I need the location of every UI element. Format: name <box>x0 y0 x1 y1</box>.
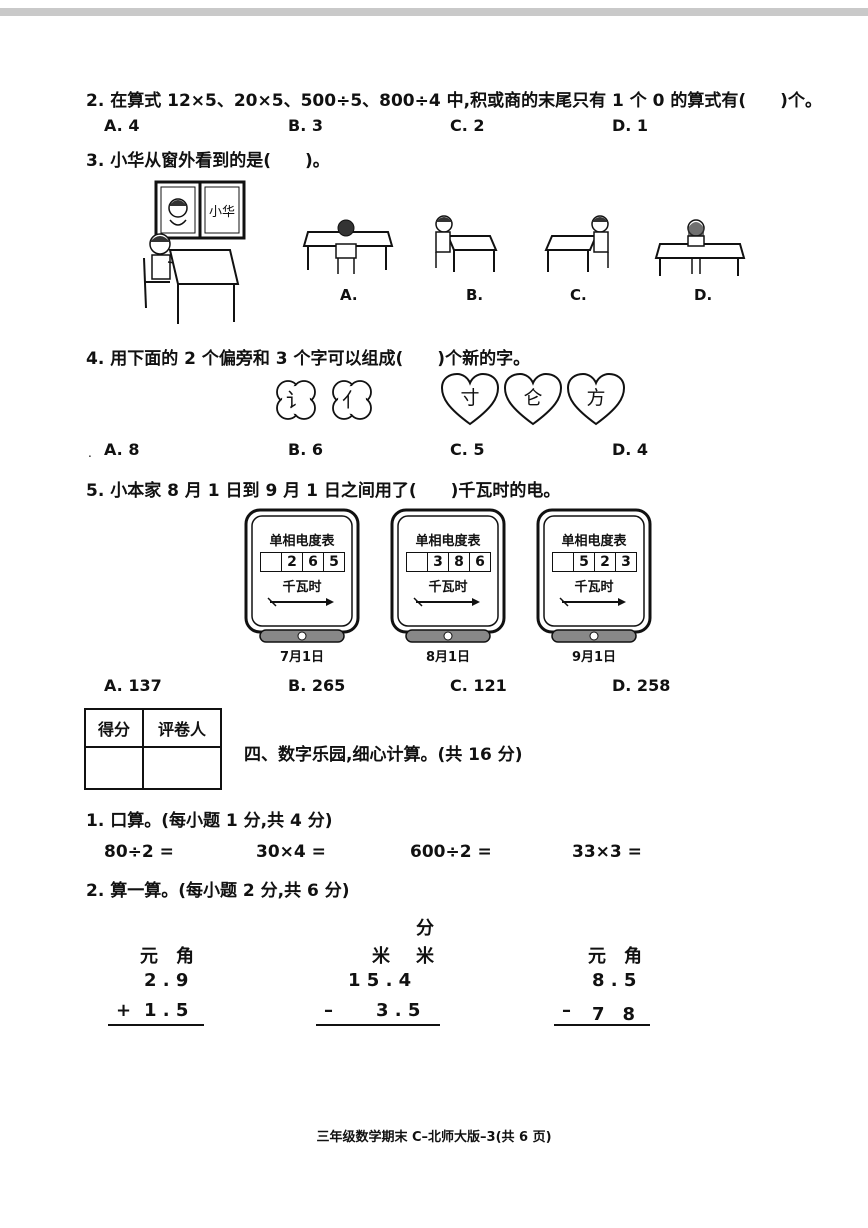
heart-icon <box>566 372 626 426</box>
grader-cell[interactable] <box>142 746 222 790</box>
q4-option-b: B. 6 <box>288 440 323 459</box>
calc-3-underline <box>554 1024 650 1026</box>
q2-option-a: A. 4 <box>104 116 140 135</box>
calc-2-unit-mi-2: 米 <box>416 946 434 967</box>
q5-option-c: C. 121 <box>450 676 507 695</box>
q2-option-d: D. 1 <box>612 116 649 135</box>
meter-digit: 5 <box>574 553 595 571</box>
heart-icon <box>440 372 500 426</box>
part-1-instruction: 1. 口算。(每小题 1 分,共 4 分) <box>86 811 333 831</box>
q5-option-d: D. 258 <box>612 676 671 695</box>
option-d-illustration <box>654 219 746 276</box>
meter-title: 单相电度表 <box>269 534 335 549</box>
calc-2-underline <box>316 1024 440 1026</box>
mental-item-1: 80÷2 = <box>104 842 174 862</box>
q5-option-a: A. 137 <box>104 676 162 695</box>
calc-1-row-1: 2 . 9 <box>144 970 189 991</box>
calc-3-unit-jiao: 角 <box>624 946 642 967</box>
top-scan-bar <box>0 8 868 16</box>
calc-2-operator: – <box>324 1000 333 1021</box>
meter-digit <box>407 553 428 571</box>
option-c-illustration <box>544 215 609 272</box>
q4-option-c: C. 5 <box>450 440 485 459</box>
mental-item-4: 33×3 = <box>572 842 642 862</box>
meter-title: 单相电度表 <box>415 534 481 549</box>
character-1: 寸 <box>460 387 479 409</box>
calc-1-unit-jiao: 角 <box>176 946 194 967</box>
score-cell[interactable] <box>84 746 144 790</box>
meter-unit: 千瓦时 <box>574 580 614 595</box>
calc-3-row-2: 7 8 <box>592 1004 636 1025</box>
calc-1-underline <box>108 1024 204 1026</box>
radical-2: 亻 <box>342 388 362 412</box>
character-2: 仑 <box>523 387 542 409</box>
meter-digit <box>261 553 282 571</box>
meter-digits: 5 2 3 <box>552 552 637 572</box>
q3-option-b: B. <box>466 286 484 304</box>
calc-3-operator: – <box>562 1000 571 1021</box>
calc-1-operator: + <box>116 1000 132 1021</box>
radical-1: 讠 <box>286 388 306 412</box>
meter-digit: 6 <box>303 553 324 571</box>
mental-item-2: 30×4 = <box>256 842 326 862</box>
question-3-text: 3. 小华从窗外看到的是( )。 <box>86 151 330 171</box>
electric-meter-july: 单相电度表 2 6 5 千瓦时 7月1日 <box>244 508 360 668</box>
meter-digit <box>553 553 574 571</box>
radical-flowers: 讠 亻 <box>276 380 372 420</box>
meter-digit: 2 <box>282 553 303 571</box>
option-a-illustration <box>302 219 394 274</box>
page-footer: 三年级数学期末 C–北师大版–3(共 6 页) <box>316 1130 552 1145</box>
question-2-text: 2. 在算式 12×5、20×5、500÷5、800÷4 中,积或商的末尾只有 … <box>86 91 822 111</box>
meter-date: 9月1日 <box>571 650 617 665</box>
question-4-text: 4. 用下面的 2 个偏旁和 3 个字可以组成( )个新的字。 <box>86 349 531 369</box>
meter-title: 单相电度表 <box>561 534 627 549</box>
meter-digit: 3 <box>621 554 631 570</box>
calc-3-unit-yuan: 元 <box>588 946 606 967</box>
option-b-illustration <box>435 215 498 272</box>
meter-digits: 2 6 5 <box>260 552 345 572</box>
q3-option-c: C. <box>570 286 587 304</box>
meter-digit: 2 <box>595 553 616 571</box>
calc-3-row-1: 8 . 5 <box>592 970 637 991</box>
calc-1-unit-yuan: 元 <box>140 946 158 967</box>
part-2-instruction: 2. 算一算。(每小题 2 分,共 6 分) <box>86 881 350 901</box>
window-scene-illustration: 小华 <box>143 180 246 324</box>
meter-digit: 3 <box>428 553 449 571</box>
q2-option-c: C. 2 <box>450 116 485 135</box>
window-label: 小华 <box>209 205 235 220</box>
meter-date: 7月1日 <box>279 650 325 665</box>
meter-unit: 千瓦时 <box>282 580 322 595</box>
calc-2-row-2: 3 . 5 <box>376 1000 421 1021</box>
flower-icon: 亻 <box>332 380 372 420</box>
calc-2-unit-mi: 米 <box>372 946 390 967</box>
q5-option-b: B. 265 <box>288 676 346 695</box>
section-4-title: 四、数字乐园,细心计算。(共 16 分) <box>244 745 523 765</box>
meter-date: 8月1日 <box>425 650 471 665</box>
calc-1-row-2: 1 . 5 <box>144 1000 189 1021</box>
meter-digits: 3 8 6 <box>406 552 491 572</box>
meter-digit: 8 <box>449 553 470 571</box>
character-hearts: 寸 仑 方 <box>440 372 626 426</box>
electric-meter-august: 单相电度表 3 8 6 千瓦时 8月1日 <box>390 508 506 668</box>
q3-option-d: D. <box>694 286 713 304</box>
score-table: 得分 评卷人 <box>84 708 222 790</box>
q4-option-d: D. 4 <box>612 440 649 459</box>
grader-header: 评卷人 <box>142 708 222 748</box>
q3-option-a: A. <box>340 286 358 304</box>
q4-option-a: A. 8 <box>104 440 140 459</box>
character-3: 方 <box>586 387 605 409</box>
meter-digit: 6 <box>475 554 485 570</box>
calc-2-unit-fen: 分 <box>416 918 434 939</box>
question-5-text: 5. 小本家 8 月 1 日到 9 月 1 日之间用了( )千瓦时的电。 <box>86 481 561 501</box>
mental-item-3: 600÷2 = <box>410 842 492 862</box>
score-header: 得分 <box>84 708 144 748</box>
calc-2-row-1: 1 5 . 4 <box>348 970 412 991</box>
meter-digit: 5 <box>329 554 339 570</box>
heart-icon <box>503 372 563 426</box>
electric-meter-september: 单相电度表 5 2 3 千瓦时 9月1日 <box>536 508 652 668</box>
stray-mark: . <box>88 446 92 460</box>
q2-option-b: B. 3 <box>288 116 323 135</box>
flower-icon: 讠 <box>276 380 316 420</box>
meter-unit: 千瓦时 <box>428 580 468 595</box>
